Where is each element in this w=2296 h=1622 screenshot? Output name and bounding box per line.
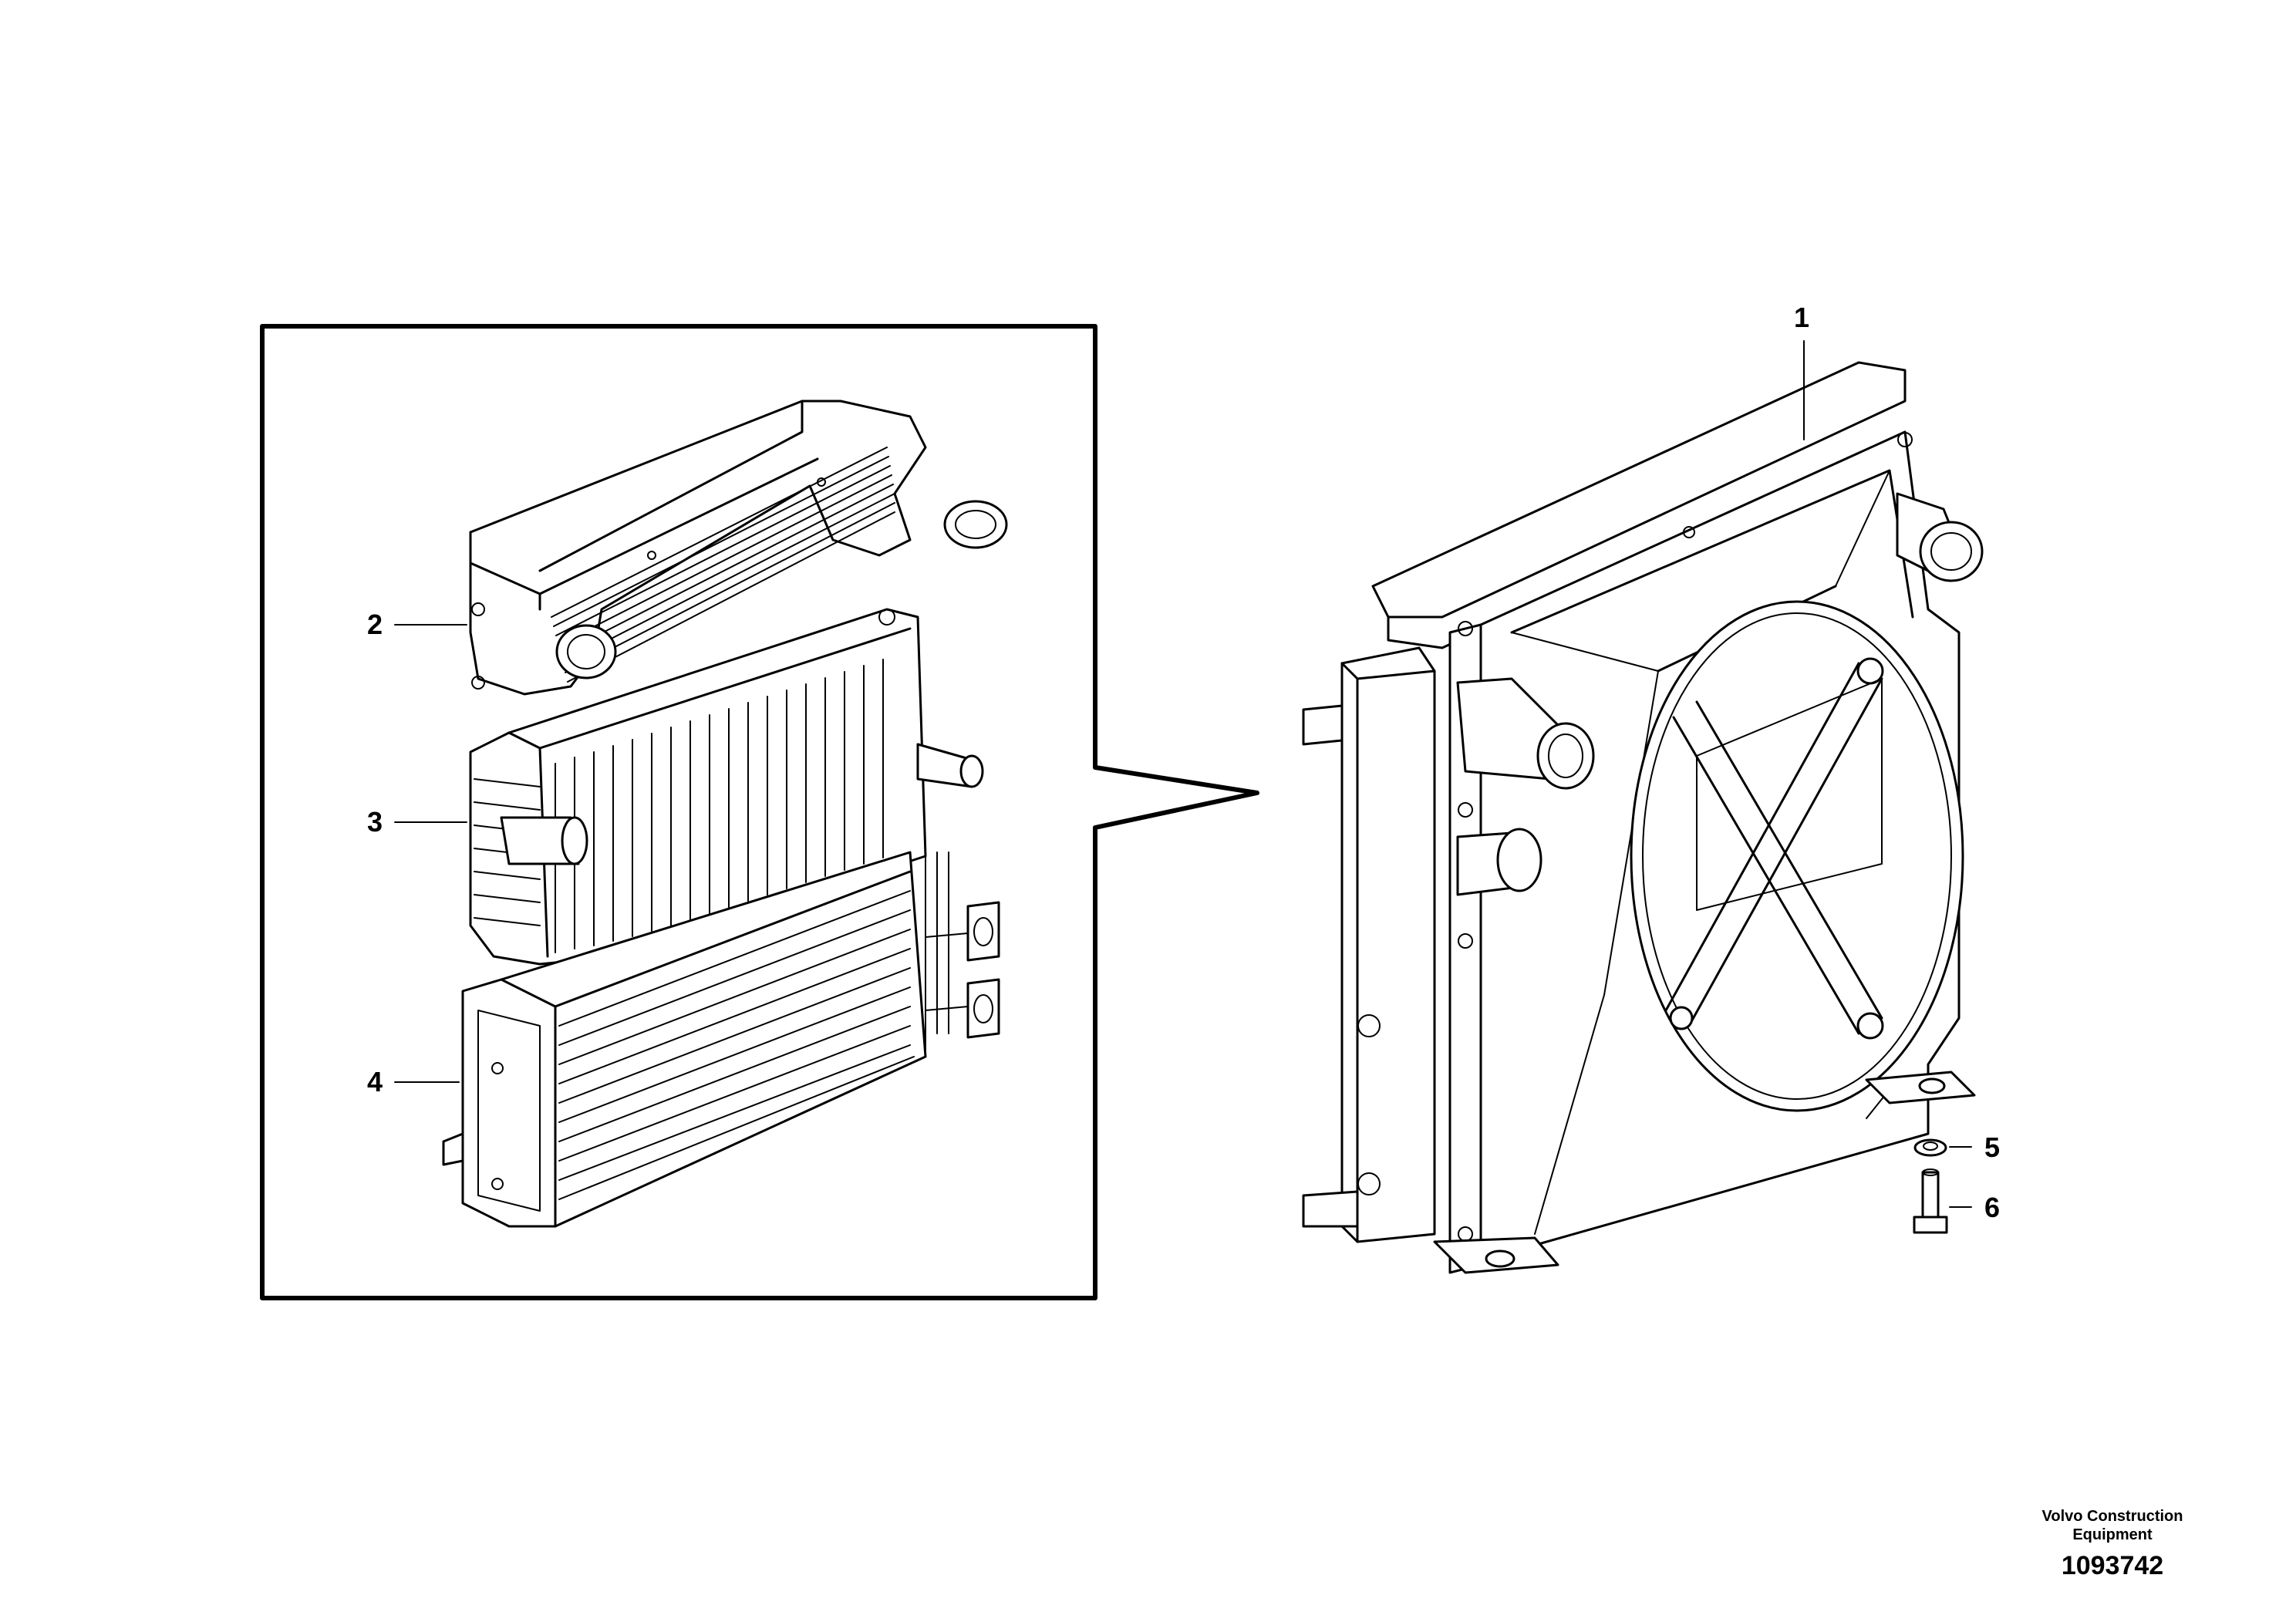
part-5-washer [1913, 1138, 1947, 1157]
detail-frame [260, 324, 1259, 1300]
part-1-cooler-assembly [1302, 361, 1984, 1274]
callout-5: 5 [1984, 1131, 2000, 1163]
callout-4: 4 [367, 1066, 383, 1098]
callout-1: 1 [1794, 302, 1809, 333]
brand-name-line1: Volvo Construction [2041, 1508, 2183, 1525]
part-2-cooler-housing [469, 400, 1008, 696]
callout-2: 2 [367, 609, 383, 640]
callout-3: 3 [367, 806, 383, 838]
brand-block: Volvo Construction Equipment 1093742 [1997, 1507, 2228, 1583]
part-3-cooler-core [469, 608, 984, 966]
part-4-oil-cooler [442, 851, 1000, 1228]
brand-name-line2: Equipment [2072, 1526, 2153, 1543]
illustration-number: 1093742 [2061, 1551, 2164, 1580]
callout-6: 6 [1984, 1192, 2000, 1223]
part-6-bolt [1913, 1168, 1948, 1234]
